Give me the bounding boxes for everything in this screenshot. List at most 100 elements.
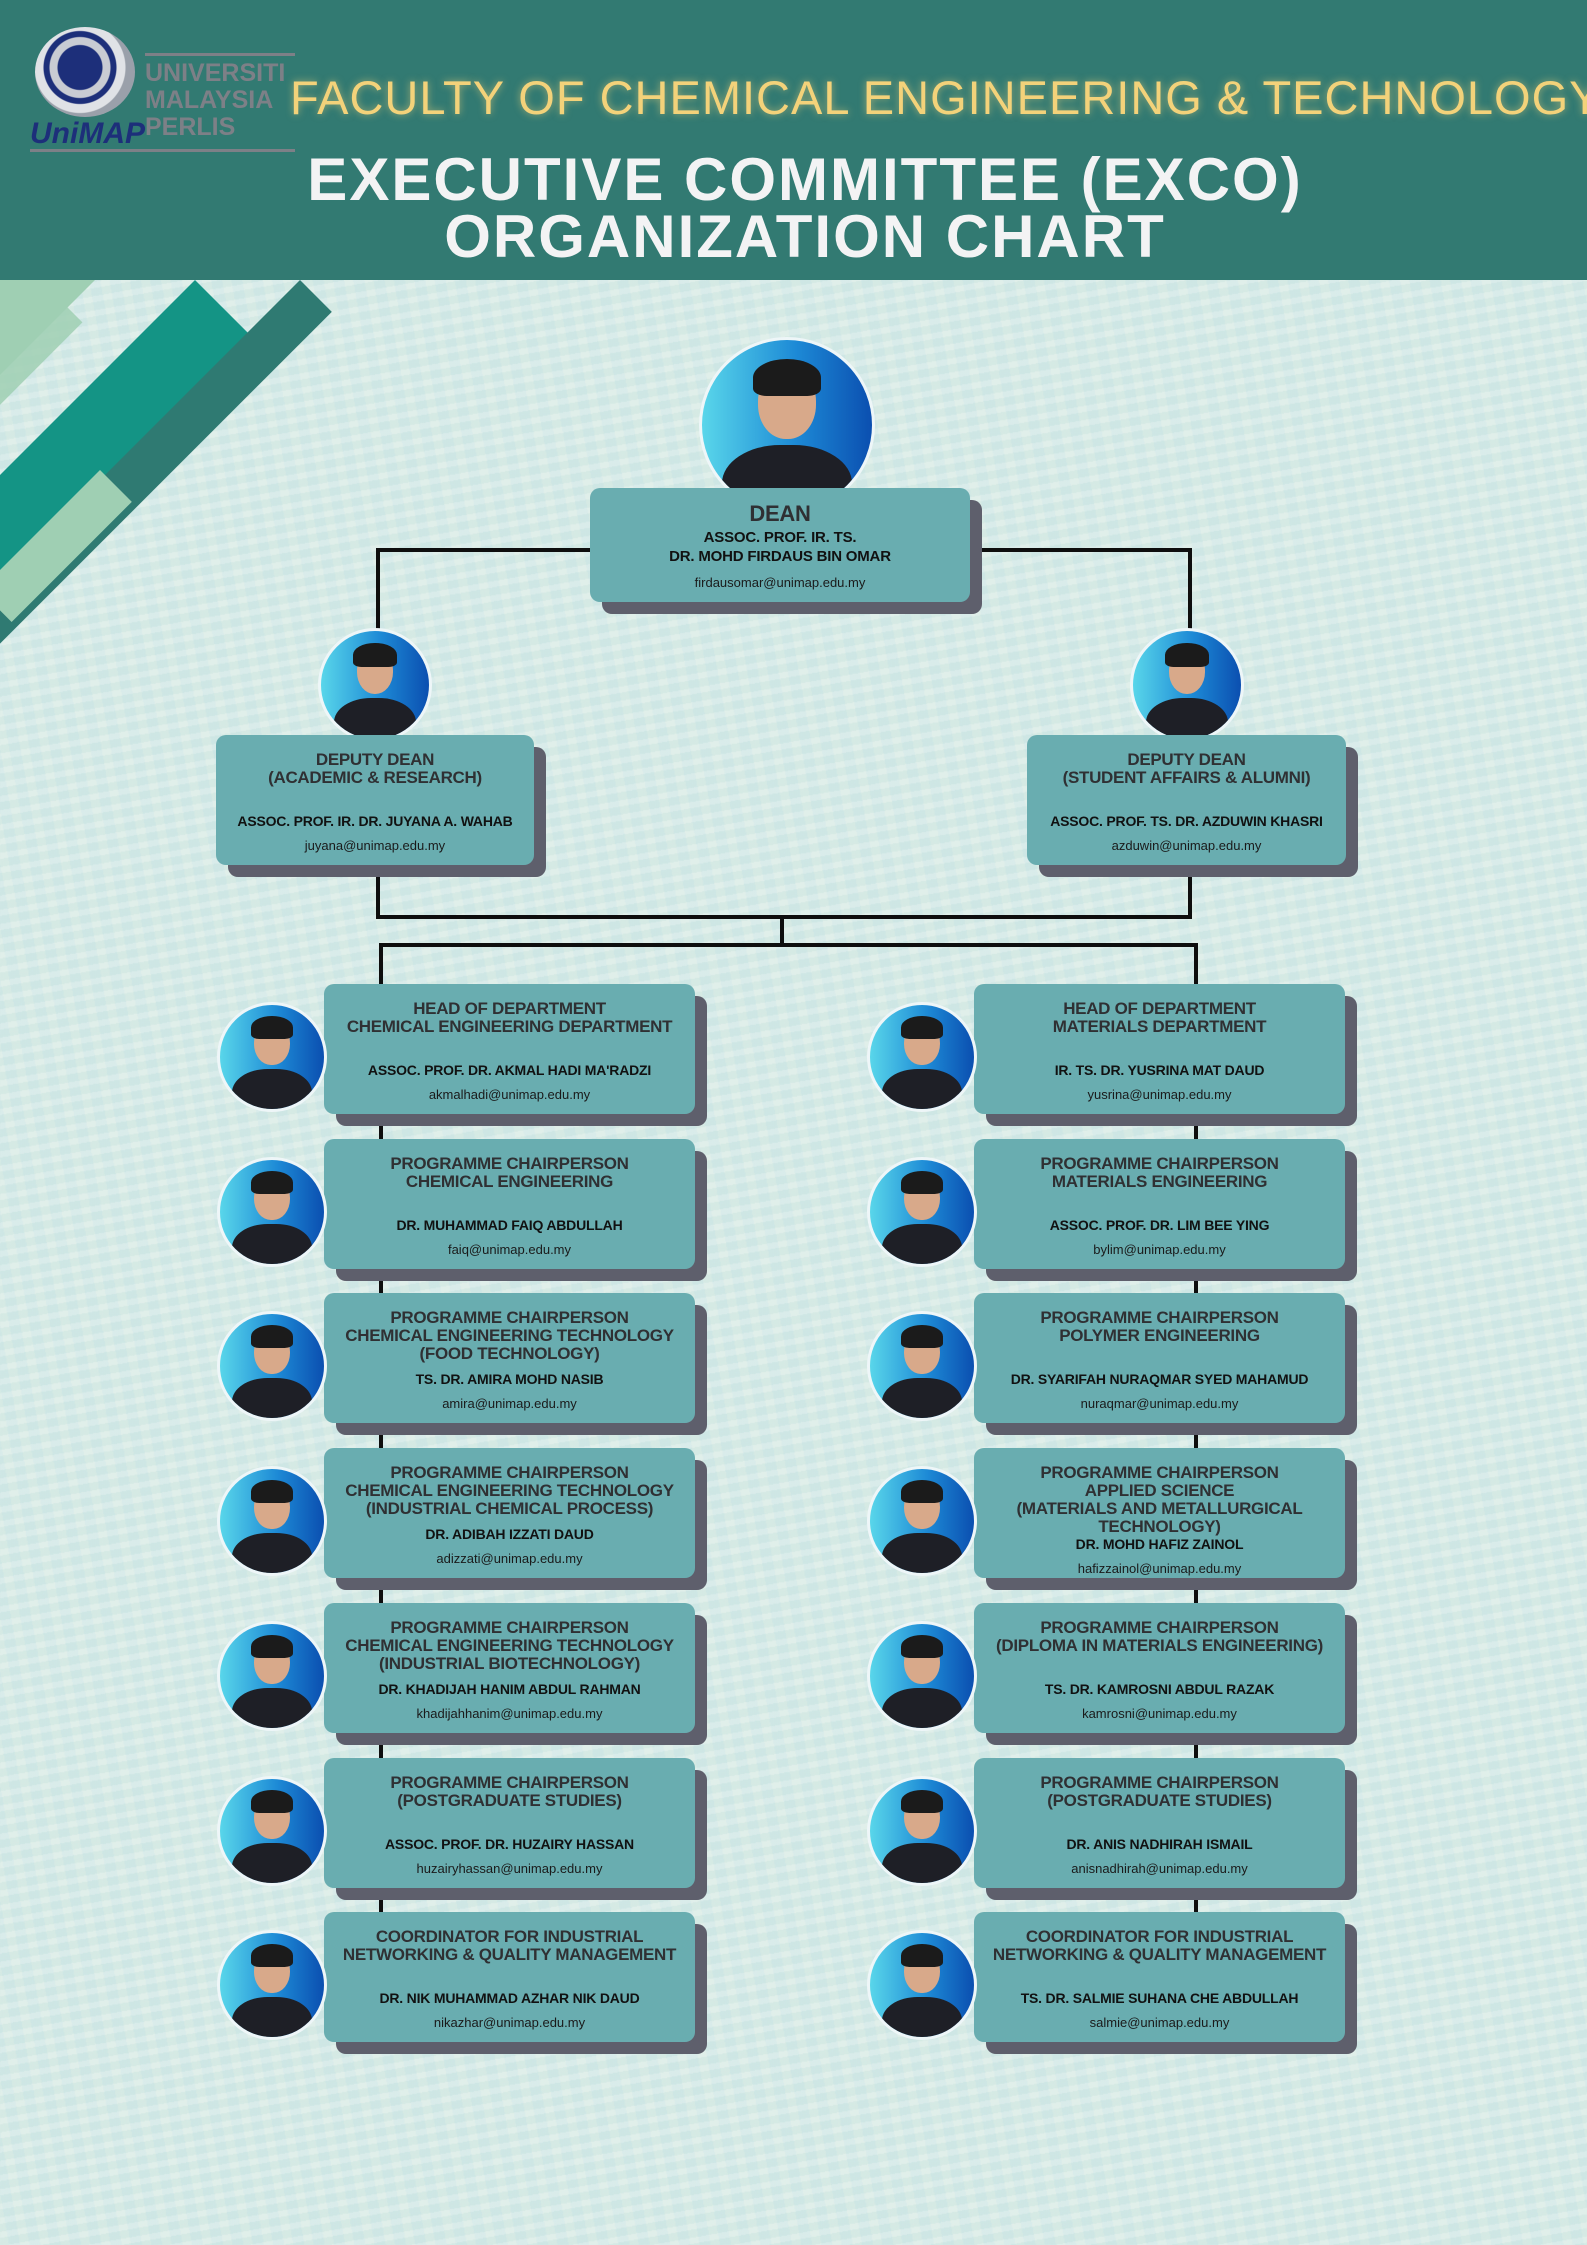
card-title-line: PROGRAMME CHAIRPERSON: [1040, 1154, 1279, 1173]
person-name: ASSOC. PROF. TS. DR. AZDUWIN KHASRI: [1050, 813, 1323, 829]
person-name: DR. SYARIFAH NURAQMAR SYED MAHAMUD: [1010, 1371, 1309, 1387]
faculty-title: FACULTY OF CHEMICAL ENGINEERING & TECHNO…: [290, 71, 1587, 124]
person-name: TS. DR. KAMROSNI ABDUL RAZAK: [1044, 1681, 1275, 1697]
staff-photo: [867, 1466, 977, 1576]
staff-photo: [867, 1157, 977, 1267]
suit-shape: [882, 1224, 962, 1264]
logo-brand: UniMAP: [30, 117, 145, 150]
card-title-line: PROGRAMME CHAIRPERSON: [1040, 1773, 1279, 1792]
suit-shape: [232, 1069, 312, 1109]
email-link[interactable]: bylim@unimap.edu.my: [1093, 1242, 1226, 1257]
hair-shape: [901, 1016, 943, 1040]
email-link[interactable]: amira@unimap.edu.my: [442, 1396, 577, 1411]
page-title: EXECUTIVE COMMITTEE (EXCO): [307, 146, 1303, 213]
email-link[interactable]: faiq@unimap.edu.my: [447, 1242, 572, 1257]
email-link[interactable]: nikazhar@unimap.edu.my: [433, 2015, 586, 2030]
person-name: ASSOC. PROF. DR. LIM BEE YING: [1049, 1217, 1270, 1233]
staff-photo: [867, 1930, 977, 2040]
card-title-line: (FOOD TECHNOLOGY): [419, 1344, 600, 1363]
suit-shape: [232, 1997, 312, 2037]
card-title-line: HEAD OF DEPARTMENT: [413, 999, 606, 1018]
hair-shape: [901, 1944, 943, 1968]
card-title-line: NETWORKING & QUALITY MANAGEMENT: [992, 1945, 1327, 1964]
person-name: DR. KHADIJAH HANIM ABDUL RAHMAN: [378, 1681, 641, 1697]
email-link[interactable]: khadijahhanim@unimap.edu.my: [416, 1706, 603, 1721]
suit-shape: [882, 1688, 962, 1728]
deputy-photo: [318, 628, 432, 742]
card-title-line: POLYMER ENGINEERING: [1059, 1326, 1260, 1345]
hair-shape: [901, 1171, 943, 1195]
suit-shape: [232, 1378, 312, 1418]
staff-photo: [217, 1311, 327, 1421]
suit-shape: [232, 1224, 312, 1264]
card-title-line: DEPUTY DEAN: [315, 750, 435, 769]
person-name: TS. DR. SALMIE SUHANA CHE ABDULLAH: [1020, 1990, 1299, 2006]
email-link[interactable]: kamrosni@unimap.edu.my: [1082, 1706, 1237, 1721]
card-title-line: HEAD OF DEPARTMENT: [1063, 999, 1256, 1018]
person-name: IR. TS. DR. YUSRINA MAT DAUD: [1054, 1062, 1265, 1078]
suit-shape: [1145, 697, 1229, 739]
email-link[interactable]: anisnadhirah@unimap.edu.my: [1071, 1861, 1248, 1876]
email-link[interactable]: salmie@unimap.edu.my: [1089, 2015, 1230, 2030]
card-title-line: TECHNOLOGY): [1098, 1517, 1221, 1536]
person-name: ASSOC. PROF. IR. TS.: [703, 529, 857, 546]
connector-line: [1188, 865, 1192, 919]
card-title-line: PROGRAMME CHAIRPERSON: [1040, 1618, 1279, 1637]
logo-text-line: UNIVERSITI: [145, 59, 286, 87]
card-title-line: (POSTGRADUATE STUDIES): [397, 1791, 622, 1810]
dean-photo: [699, 337, 875, 513]
decorative-stripe: [0, 280, 95, 375]
hair-shape: [251, 1790, 293, 1814]
unimap-logo: UNIVERSITI MALAYSIA PERLIS UniMAP: [30, 25, 295, 155]
staff-photo: [867, 1621, 977, 1731]
email-link[interactable]: akmalhadi@unimap.edu.my: [428, 1087, 591, 1102]
email-link[interactable]: juyana@unimap.edu.my: [304, 838, 446, 853]
card-title-line: PROGRAMME CHAIRPERSON: [1040, 1463, 1279, 1482]
card-title-line: COORDINATOR FOR INDUSTRIAL: [375, 1927, 644, 1946]
card-title-line: (MATERIALS AND METALLURGICAL: [1016, 1499, 1303, 1518]
hair-shape: [251, 1171, 293, 1195]
email-link[interactable]: huzairyhassan@unimap.edu.my: [416, 1861, 603, 1876]
card-title-line: DEPUTY DEAN: [1127, 750, 1246, 769]
person-name: DR. NIK MUHAMMAD AZHAR NIK DAUD: [379, 1990, 640, 2006]
email-link[interactable]: firdausomar@unimap.edu.my: [694, 575, 866, 590]
suit-shape: [882, 1997, 962, 2037]
staff-photo: [217, 1776, 327, 1886]
email-link[interactable]: yusrina@unimap.edu.my: [1087, 1087, 1232, 1102]
card-title-line: DEAN: [749, 501, 811, 526]
suit-shape: [232, 1843, 312, 1883]
card-title-line: PROGRAMME CHAIRPERSON: [390, 1773, 629, 1792]
person-name: DR. MOHD HAFIZ ZAINOL: [1075, 1536, 1244, 1552]
person-name: DR. ANIS NADHIRAH ISMAIL: [1066, 1836, 1253, 1852]
deputy-dean-card: DEPUTY DEAN(STUDENT AFFAIRS & ALUMNI)ASS…: [1027, 735, 1346, 865]
hair-shape: [901, 1635, 943, 1659]
card-title-line: PROGRAMME CHAIRPERSON: [390, 1308, 629, 1327]
card-title-line: APPLIED SCIENCE: [1084, 1481, 1235, 1500]
connector-line: [379, 943, 383, 1923]
staff-photo: [217, 1621, 327, 1731]
page-subtitle: ORGANIZATION CHART: [444, 203, 1166, 270]
hair-shape: [901, 1790, 943, 1814]
person-name: DR. MUHAMMAD FAIQ ABDULLAH: [396, 1217, 623, 1233]
email-link[interactable]: hafizzainol@unimap.edu.my: [1077, 1561, 1242, 1576]
connector-line: [1188, 548, 1192, 638]
connector-line: [379, 943, 1198, 947]
staff-photo: [217, 1157, 327, 1267]
staff-photo: [867, 1311, 977, 1421]
hair-shape: [251, 1635, 293, 1659]
suit-shape: [333, 697, 417, 739]
email-link[interactable]: nuraqmar@unimap.edu.my: [1080, 1396, 1239, 1411]
email-link[interactable]: adizzati@unimap.edu.my: [436, 1551, 583, 1566]
card-title-line: (ACADEMIC & RESEARCH): [268, 768, 482, 787]
hair-shape: [251, 1480, 293, 1504]
email-link[interactable]: azduwin@unimap.edu.my: [1111, 838, 1262, 853]
hair-shape: [1165, 642, 1209, 667]
